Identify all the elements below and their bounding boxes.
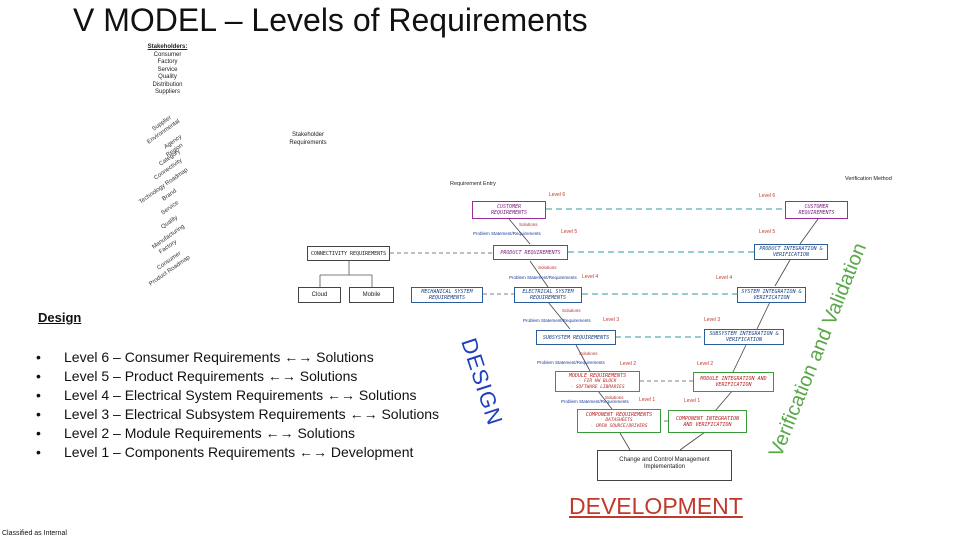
list-item: • Level 2 – Module Requirements ←→ Soluti…: [36, 424, 439, 443]
module-requirements-box: MODULE REQUIREMENTS - FIR HW BLOCK - SOF…: [555, 371, 640, 392]
stakeholders-list: Stakeholders: Consumer Factory Service Q…: [140, 44, 195, 97]
level-1-left: Level 1: [639, 397, 656, 403]
level-5-left: Level 5: [561, 229, 578, 235]
stakeholder-requirements: Stakeholder Requirements: [289, 132, 327, 146]
stakeholders-heading: Stakeholders:: [147, 44, 188, 50]
customer-requirements-box: CUSTOMER REQUIREMENTS: [472, 201, 546, 219]
connectivity-requirements-box: CONNECTIVITY REQUIREMENTS: [307, 246, 390, 261]
level-3-right: Level 3: [704, 317, 721, 323]
level-2-left: Level 2: [620, 361, 637, 367]
bullet-icon: •: [36, 368, 41, 384]
change-control-label: Change and Control Management: [619, 457, 710, 463]
level-4-left: Level 4: [582, 274, 599, 280]
classification-footer: Classified as Internal: [2, 530, 67, 537]
component-requirements-box: COMPONENT REQUIREMENTS DATASHEETS - OPEN…: [577, 409, 661, 433]
solutions-label: Solutions: [562, 308, 581, 313]
level-5-right: Level 5: [759, 229, 776, 235]
component-requirements-detail: DATASHEETS - OPEN SOURCE/DRIVERS: [590, 418, 648, 429]
bullet-text: Level 4 – Electrical System Requirements…: [64, 387, 417, 403]
bullet-text: Level 3 – Electrical Subsystem Requireme…: [64, 406, 440, 422]
customer-verification-box: CUSTOMER REQUIREMENTS: [785, 201, 848, 219]
bullet-text: Level 2 – Module Requirements ←→ Solutio…: [64, 425, 356, 441]
bullet-icon: •: [36, 406, 41, 422]
component-requirements-title: COMPONENT REQUIREMENTS: [585, 412, 653, 418]
development-label: DEVELOPMENT: [569, 493, 743, 519]
stakeholder-item: Service: [157, 66, 178, 73]
bullet-text: Level 6 – Consumer Requirements ←→ Solut…: [64, 349, 374, 365]
problem-statement-label: Problem Statement/Requirements: [473, 231, 541, 236]
implementation-box: Change and Control Management Implementa…: [597, 450, 732, 481]
list-item: • Level 1 – Components Requirements ←→ De…: [36, 443, 439, 462]
solutions-label: Solutions: [579, 351, 598, 356]
level-6-right: Level 6: [759, 193, 776, 199]
bullet-icon: •: [36, 387, 41, 403]
design-bullet-list: • Level 6 – Consumer Requirements ←→ Solu…: [36, 348, 439, 462]
level-4-right: Level 4: [716, 275, 733, 281]
implementation-label: Implementation: [643, 464, 686, 470]
mobile-box: Mobile: [349, 287, 394, 303]
stakeholder-item: Factory: [157, 59, 178, 65]
bullet-icon: •: [36, 349, 41, 365]
electrical-requirements-box: ELECTRICAL SYSTEM REQUIREMENTS: [514, 287, 582, 303]
mechanical-requirements-box: MECHANICAL SYSTEM REQUIREMENTS: [411, 287, 483, 303]
subsystem-requirements-box: SUBSYSTEM REQUIREMENTS: [536, 330, 616, 345]
stakeholder-item: Suppliers: [154, 89, 180, 95]
requirement-entry-label: Requirement Entry: [450, 181, 496, 187]
verification-method-label: Verification Method: [845, 176, 892, 182]
subsystem-integration-box: SUBSYSTEM INTEGRATION & VERIFICATION: [704, 329, 784, 345]
list-item: • Level 4 – Electrical System Requirement…: [36, 386, 439, 405]
system-integration-box: SYSTEM INTEGRATION & VERIFICATION: [737, 287, 806, 303]
solutions-label: Solutions: [519, 222, 538, 227]
solutions-label: Solutions: [605, 395, 624, 400]
stakeholder-item: Consumer: [153, 51, 182, 58]
module-integration-box: MODULE INTEGRATION AND VERIFICATION: [693, 372, 774, 392]
cloud-box: Cloud: [298, 287, 341, 303]
bullet-icon: •: [36, 444, 41, 460]
stakeholder-item: Distribution: [152, 81, 183, 88]
level-1-right: Level 1: [684, 398, 701, 404]
product-integration-box: PRODUCT INTEGRATION & VERIFICATION: [754, 244, 828, 260]
list-item: • Level 6 – Consumer Requirements ←→ Solu…: [36, 348, 439, 367]
problem-statement-label: Problem Statement/Requirements: [561, 399, 629, 404]
problem-statement-label: Problem Statement/Requirements: [537, 360, 605, 365]
level-2-right: Level 2: [697, 361, 714, 367]
bullet-icon: •: [36, 425, 41, 441]
module-requirements-detail: - FIR HW BLOCK - SOFTWARE LIBRARIES: [570, 378, 625, 390]
level-3-left: Level 3: [603, 317, 620, 323]
list-item: • Level 3 – Electrical Subsystem Requirem…: [36, 405, 439, 424]
design-heading: Design: [38, 310, 82, 325]
problem-statement-label: Problem Statement/Requirements: [523, 318, 591, 323]
level-6-left: Level 6: [549, 192, 566, 198]
module-requirements-title: MODULE REQUIREMENTS: [568, 372, 627, 379]
list-item: • Level 5 – Product Requirements ←→ Solut…: [36, 367, 439, 386]
product-requirements-box: PRODUCT REQUIREMENTS: [493, 245, 568, 260]
slide-title: V MODEL – Levels of Requirements: [73, 2, 588, 38]
stakeholder-item: Quality: [158, 74, 177, 80]
solutions-label: Solutions: [538, 265, 557, 270]
component-integration-box: COMPONENT INTEGRATION AND VERIFICATION: [668, 410, 747, 433]
bullet-text: Level 5 – Product Requirements ←→ Soluti…: [64, 368, 358, 384]
bullet-text: Level 1 – Components Requirements ←→ Dev…: [64, 444, 414, 460]
problem-statement-label: Problem Statement/Requirements: [509, 275, 577, 280]
